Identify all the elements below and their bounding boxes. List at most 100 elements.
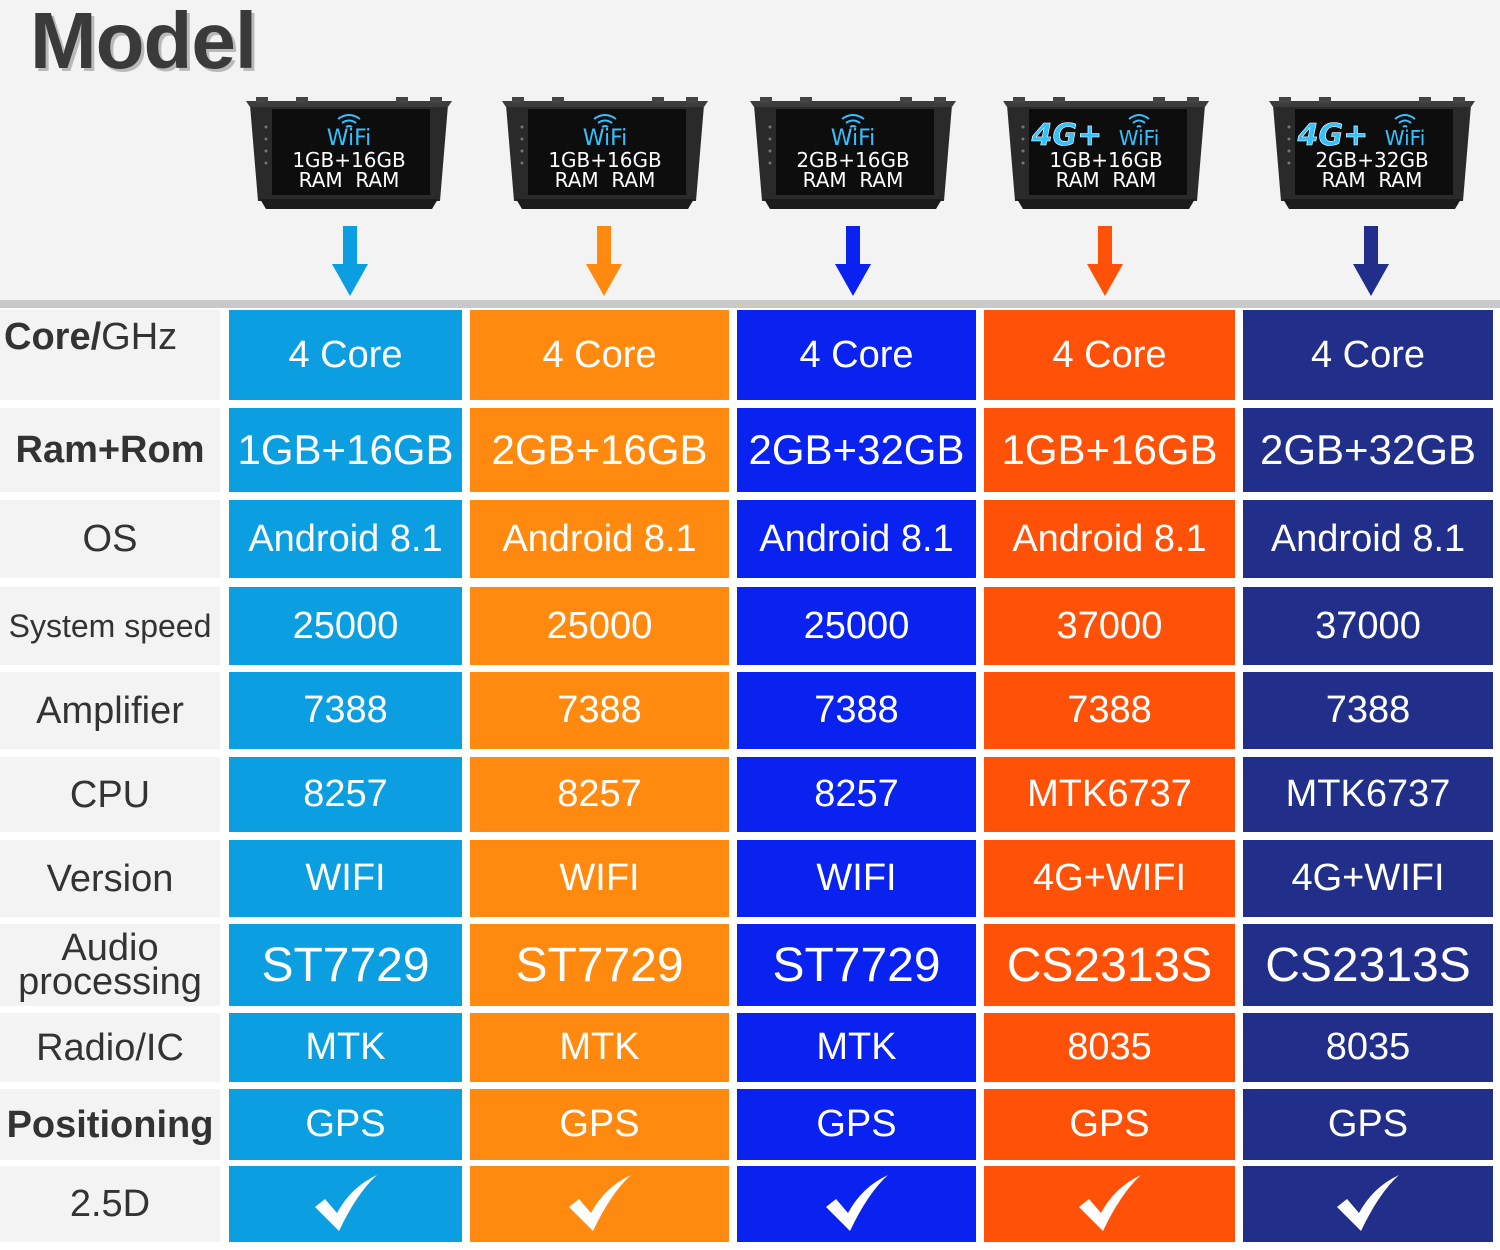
spec-value: 1GB+16GB — [1001, 426, 1218, 473]
device-ram-text: RAM RAM — [1322, 168, 1423, 192]
row-label: 2.5D — [0, 1166, 220, 1242]
spec-cell: 7388 — [229, 672, 462, 749]
spec-cell: MTK — [229, 1013, 462, 1082]
spec-value: 2GB+32GB — [748, 426, 965, 473]
spec-value: ST7729 — [515, 938, 684, 992]
spec-cell: Android 8.1 — [470, 500, 729, 578]
spec-cell: 4 Core — [470, 310, 729, 400]
spec-value: 8035 — [1325, 1026, 1411, 1068]
spec-cell: 8257 — [470, 757, 729, 832]
spec-cell: 25000 — [470, 587, 729, 665]
4g-logo: 4G+ — [1297, 118, 1369, 153]
spec-cell: 1GB+16GB — [229, 408, 462, 492]
spec-cell: 2GB+32GB — [737, 408, 976, 492]
row-label: CPU — [0, 757, 220, 832]
spec-cell: 4G+WIFI — [984, 840, 1235, 917]
spec-cell: CS2313S — [1243, 924, 1493, 1006]
spec-value: 8257 — [557, 773, 642, 815]
spec-cell: ST7729 — [470, 924, 729, 1006]
spec-value: ST7729 — [772, 938, 941, 992]
device-memory-text: 1GB+16GB — [292, 148, 405, 172]
spec-value: 4 Core — [288, 333, 403, 376]
spec-value: MTK — [816, 1026, 897, 1068]
spec-value: 7388 — [814, 689, 899, 731]
spec-cell: 37000 — [984, 587, 1235, 665]
spec-value: WIFI — [559, 857, 640, 899]
spec-cell: 4 Core — [737, 310, 976, 400]
row-label: OS — [0, 500, 220, 578]
check-cell — [229, 1166, 462, 1242]
spec-value: 4 Core — [542, 333, 657, 376]
spec-cell: 4 Core — [229, 310, 462, 400]
spec-cell: CS2313S — [984, 924, 1235, 1006]
spec-value: 4G+WIFI — [1291, 857, 1445, 899]
spec-value: 25000 — [803, 604, 910, 647]
checkmark-icon — [314, 1175, 377, 1231]
wifi-logo: WiFi — [1385, 126, 1426, 150]
row-label: Radio/IC — [0, 1013, 220, 1082]
spec-cell: MTK6737 — [1243, 757, 1493, 832]
spec-value: GPS — [1327, 1103, 1409, 1145]
checkmark-icon — [1078, 1175, 1141, 1231]
spec-value: CS2313S — [1265, 938, 1471, 992]
spec-cell: 8257 — [737, 757, 976, 832]
header-band — [0, 0, 1500, 300]
device-memory-text: 2GB+32GB — [1315, 148, 1428, 172]
device-memory-text: 2GB+16GB — [796, 148, 909, 172]
device-ram-text: RAM RAM — [299, 168, 400, 192]
checkmark-icon — [825, 1175, 888, 1231]
spec-value: CS2313S — [1006, 938, 1213, 992]
spec-cell: 8257 — [229, 757, 462, 832]
down-arrow-icon — [833, 226, 873, 298]
wifi-logo: WiFi — [1119, 126, 1160, 150]
spec-cell: 2GB+32GB — [1243, 408, 1493, 492]
spec-cell: WIFI — [737, 840, 976, 917]
spec-value: GPS — [1069, 1103, 1150, 1145]
spec-value: GPS — [559, 1103, 640, 1145]
spec-cell: 8035 — [1243, 1013, 1493, 1082]
spec-cell: 7388 — [470, 672, 729, 749]
spec-cell: 2GB+16GB — [470, 408, 729, 492]
checkmark-icon — [1337, 1175, 1399, 1231]
spec-cell: GPS — [470, 1089, 729, 1160]
spec-value: MTK6737 — [1285, 773, 1451, 815]
spec-value: Android 8.1 — [502, 517, 697, 560]
spec-cell: 25000 — [737, 587, 976, 665]
spec-cell: GPS — [229, 1089, 462, 1160]
spec-value: WIFI — [305, 857, 386, 899]
checkmark-icon — [568, 1175, 631, 1231]
spec-cell: GPS — [984, 1089, 1235, 1160]
spec-value: 7388 — [1067, 689, 1152, 731]
row-label: Ram+Rom — [0, 408, 220, 492]
spec-cell: GPS — [737, 1089, 976, 1160]
spec-value: 2GB+16GB — [491, 426, 708, 473]
spec-value: Android 8.1 — [1270, 517, 1466, 560]
spec-cell: Android 8.1 — [737, 500, 976, 578]
spec-value: 4G+WIFI — [1032, 857, 1187, 899]
spec-cell: 4G+WIFI — [1243, 840, 1493, 917]
wifi-logo: WiFi — [831, 126, 876, 151]
spec-value: MTK6737 — [1027, 773, 1192, 815]
spec-value: 37000 — [1056, 604, 1163, 647]
spec-cell: 4 Core — [1243, 310, 1493, 400]
spec-cell: 37000 — [1243, 587, 1493, 665]
spec-value: 7388 — [303, 689, 388, 731]
check-cell — [737, 1166, 976, 1242]
row-label: System speed — [0, 587, 220, 665]
spec-cell: 1GB+16GB — [984, 408, 1235, 492]
spec-cell: ST7729 — [229, 924, 462, 1006]
spec-cell: GPS — [1243, 1089, 1493, 1160]
spec-value: 8257 — [814, 773, 899, 815]
spec-cell: 4 Core — [984, 310, 1235, 400]
wifi-logo: WiFi — [583, 126, 628, 151]
device-ram-text: RAM RAM — [803, 168, 904, 192]
spec-cell: Android 8.1 — [984, 500, 1235, 578]
spec-value: WIFI — [816, 857, 897, 899]
spec-value: 7388 — [557, 689, 642, 731]
spec-cell: WIFI — [229, 840, 462, 917]
